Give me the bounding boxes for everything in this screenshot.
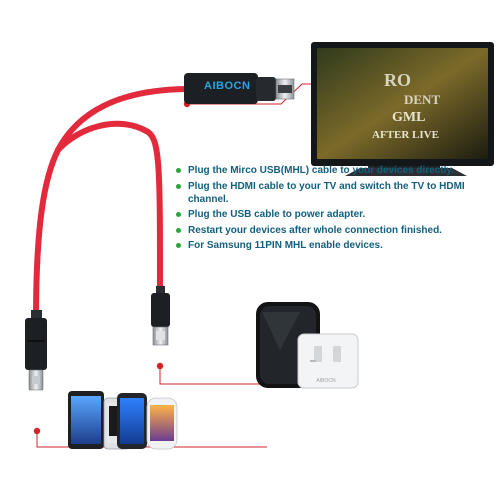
instruction-list: Plug the Mirco USB(MHL) cable to your de… bbox=[176, 164, 498, 252]
phone-icon bbox=[117, 393, 147, 449]
micro-usb-connector bbox=[25, 310, 47, 391]
instruction-item: Plug the USB cable to power adapter. bbox=[176, 208, 498, 221]
phone-callout-dot bbox=[33, 427, 41, 435]
phone-callout-line bbox=[36, 431, 267, 448]
hdmi-module bbox=[184, 73, 258, 104]
usb-connector bbox=[151, 286, 170, 346]
hdmi-connector bbox=[184, 73, 295, 104]
instruction-text: Plug the USB cable to power adapter. bbox=[188, 209, 366, 220]
bullet-icon bbox=[176, 183, 181, 189]
phones bbox=[68, 391, 178, 450]
instruction-item: Plug the Mirco USB(MHL) cable to your de… bbox=[176, 164, 498, 177]
bullet-icon bbox=[176, 243, 181, 248]
tv-screen-text-4: AFTER LIVE bbox=[372, 129, 439, 141]
instruction-item: For Samsung 11PIN MHL enable devices. bbox=[176, 239, 498, 252]
instruction-item: Restart your devices after whole connect… bbox=[176, 224, 498, 237]
bullet-icon bbox=[176, 212, 181, 217]
bullet-icon bbox=[176, 227, 181, 233]
instruction-text: Plug the HDMI cable to your TV and switc… bbox=[188, 180, 465, 205]
instruction-text: Plug the Mirco USB(MHL) cable to your de… bbox=[188, 165, 454, 176]
tv-screen-text-2: DENT bbox=[404, 92, 440, 107]
instruction-text: Restart your devices after whole connect… bbox=[188, 224, 442, 236]
tv-icon: RO DENT GML AFTER LIVE bbox=[311, 42, 494, 176]
instruction-text: For Samsung 11PIN MHL enable devices. bbox=[188, 240, 383, 251]
phone-icon bbox=[68, 391, 104, 449]
tv-screen-text-3: GML bbox=[392, 110, 425, 125]
usb-branch-cable bbox=[55, 120, 163, 293]
power-adapter-icon: AIBOCN bbox=[297, 333, 359, 389]
bullet-icon bbox=[176, 168, 181, 173]
power-adapter-brand: AIBOCN bbox=[316, 378, 336, 384]
phone-icon bbox=[146, 397, 178, 450]
brand-label: AIBOCN bbox=[204, 80, 251, 92]
adapter-callout-dot bbox=[156, 362, 164, 370]
tv-screen-text-1: RO bbox=[384, 70, 411, 90]
instruction-item: Plug the HDMI cable to your TV and switc… bbox=[176, 180, 498, 206]
